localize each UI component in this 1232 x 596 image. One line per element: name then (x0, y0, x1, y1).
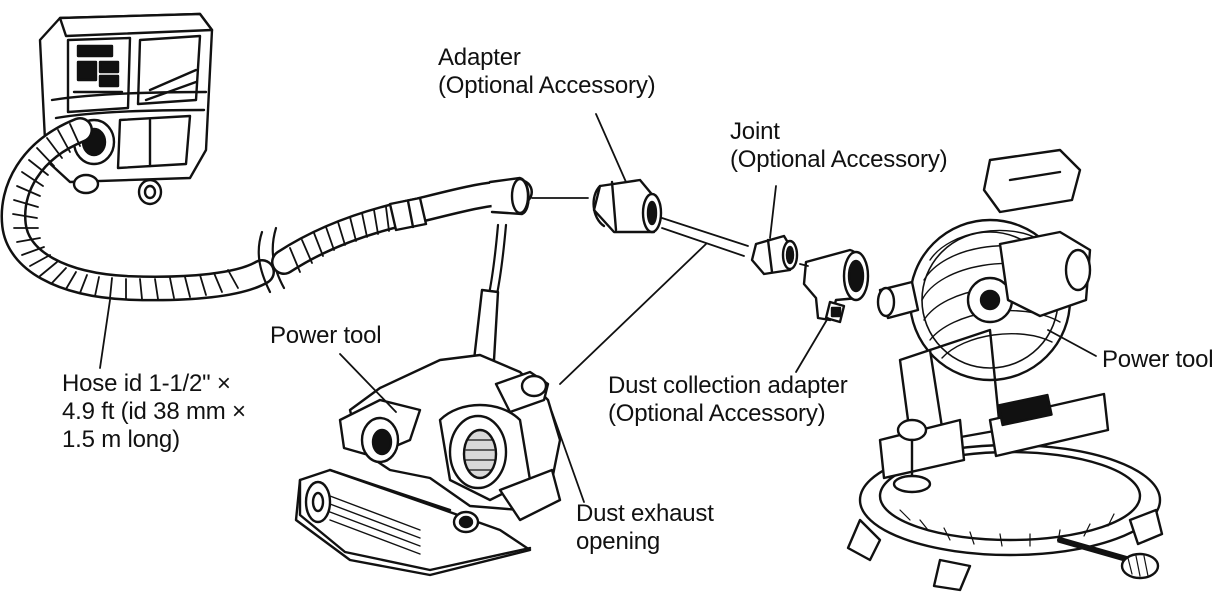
power-tool-right-text: Power tool (1102, 346, 1214, 373)
dust-collection-adapter-line2: (Optional Accessory) (608, 400, 826, 427)
dust-collection-adapter-line1: Dust collection adapter (608, 372, 848, 399)
miter-saw-illustration (846, 148, 1164, 592)
dust-collection-adapter-illustration (802, 248, 870, 324)
joint-label-line1: Joint (730, 118, 780, 145)
connection-lines (531, 197, 809, 267)
hose-label: Hose id 1-1/2" × 4.9 ft (id 38 mm × 1.5 … (62, 370, 246, 454)
power-tool-right-label: Power tool (1102, 346, 1214, 374)
power-tool-left-text: Power tool (270, 322, 382, 349)
leader-lines (99, 113, 1097, 503)
dust-collection-adapter-label: Dust collection adapter (Optional Access… (608, 372, 848, 428)
joint-label: Joint (Optional Accessory) (730, 118, 948, 174)
power-tool-left-label: Power tool (270, 322, 382, 350)
hose-label-line2: 4.9 ft (id 38 mm × (62, 398, 246, 425)
hose-label-line1: Hose id 1-1/2" × (62, 370, 231, 397)
dust-exhaust-line1: Dust exhaust (576, 500, 714, 527)
adapter-label-line1: Adapter (438, 44, 521, 71)
joint-illustration (750, 234, 799, 276)
adapter-label-line2: (Optional Accessory) (438, 72, 656, 99)
dust-exhaust-line2: opening (576, 528, 661, 555)
flexible-hose-illustration (0, 117, 533, 302)
dust-extractor-illustration (38, 12, 214, 206)
joint-label-line2: (Optional Accessory) (730, 146, 948, 173)
dust-exhaust-label: Dust exhaust opening (576, 500, 714, 556)
belt-sander-illustration (294, 223, 562, 577)
adapter-label: Adapter (Optional Accessory) (438, 44, 656, 100)
adapter-illustration (592, 178, 663, 234)
hose-label-line3: 1.5 m long) (62, 426, 180, 453)
